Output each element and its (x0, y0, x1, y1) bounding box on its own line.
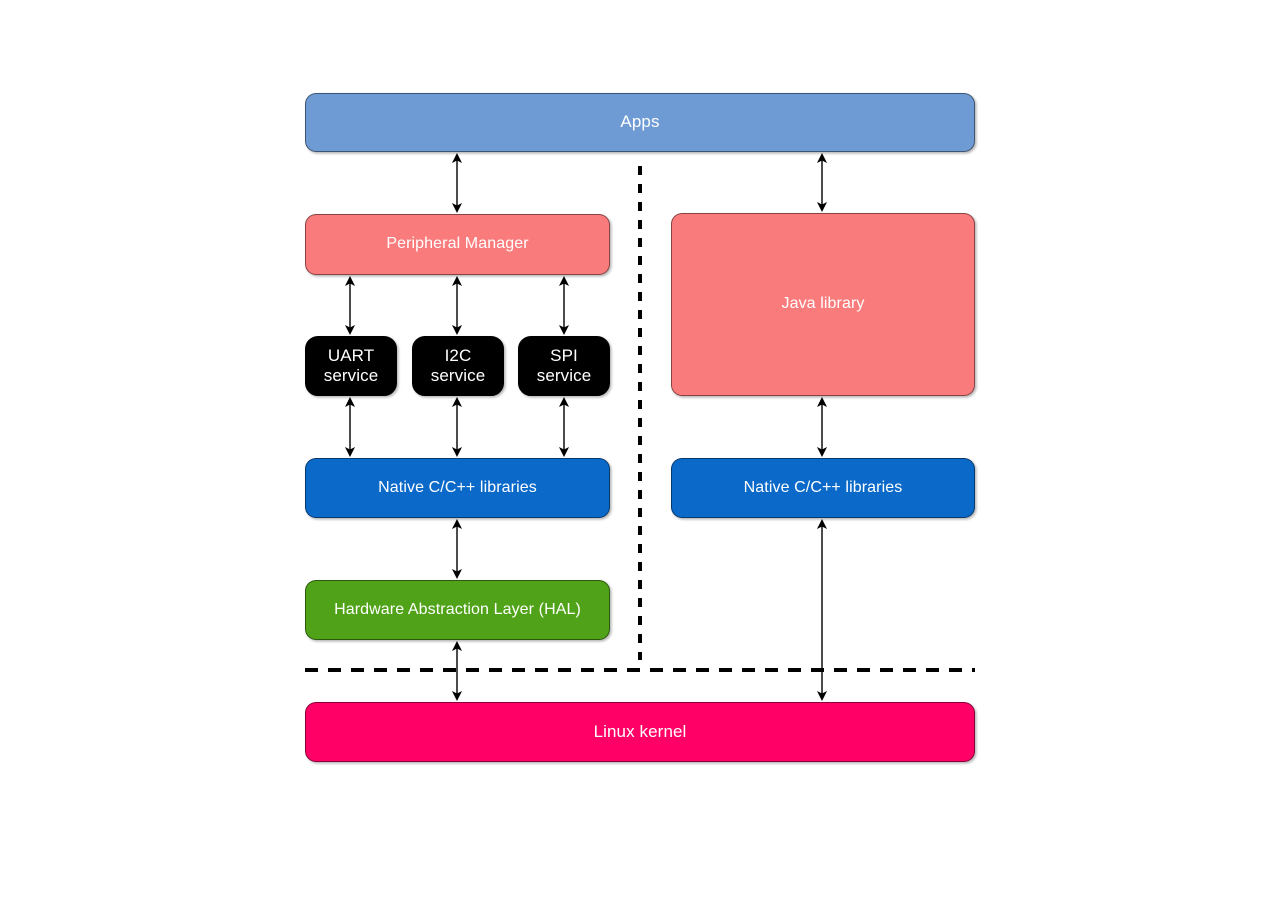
node-hal[interactable]: Hardware Abstraction Layer (HAL) (305, 580, 610, 640)
node-i2c-service[interactable]: I2C service (412, 336, 504, 396)
node-label-java-library: Java library (781, 295, 865, 313)
node-label-spi-service: SPI service (536, 345, 592, 385)
node-label-peripheral-manager: Peripheral Manager (386, 235, 529, 253)
node-label-hal: Hardware Abstraction Layer (HAL) (334, 600, 581, 618)
node-uart-service[interactable]: UART service (305, 336, 397, 396)
node-java-library[interactable]: Java library (671, 213, 975, 396)
node-label-native-libraries-right: Native C/C++ libraries (743, 478, 903, 496)
node-label-apps: Apps (620, 112, 660, 132)
node-native-libraries-left[interactable]: Native C/C++ libraries (305, 458, 610, 518)
node-label-i2c-service: I2C service (430, 345, 486, 385)
node-apps[interactable]: Apps (305, 93, 975, 152)
node-peripheral-manager[interactable]: Peripheral Manager (305, 214, 610, 275)
node-label-uart-service: UART service (323, 345, 379, 385)
node-linux-kernel[interactable]: Linux kernel (305, 702, 975, 762)
node-label-linux-kernel: Linux kernel (593, 721, 687, 741)
node-spi-service[interactable]: SPI service (518, 336, 610, 396)
node-label-native-libraries-left: Native C/C++ libraries (378, 478, 537, 496)
node-native-libraries-right[interactable]: Native C/C++ libraries (671, 458, 975, 518)
